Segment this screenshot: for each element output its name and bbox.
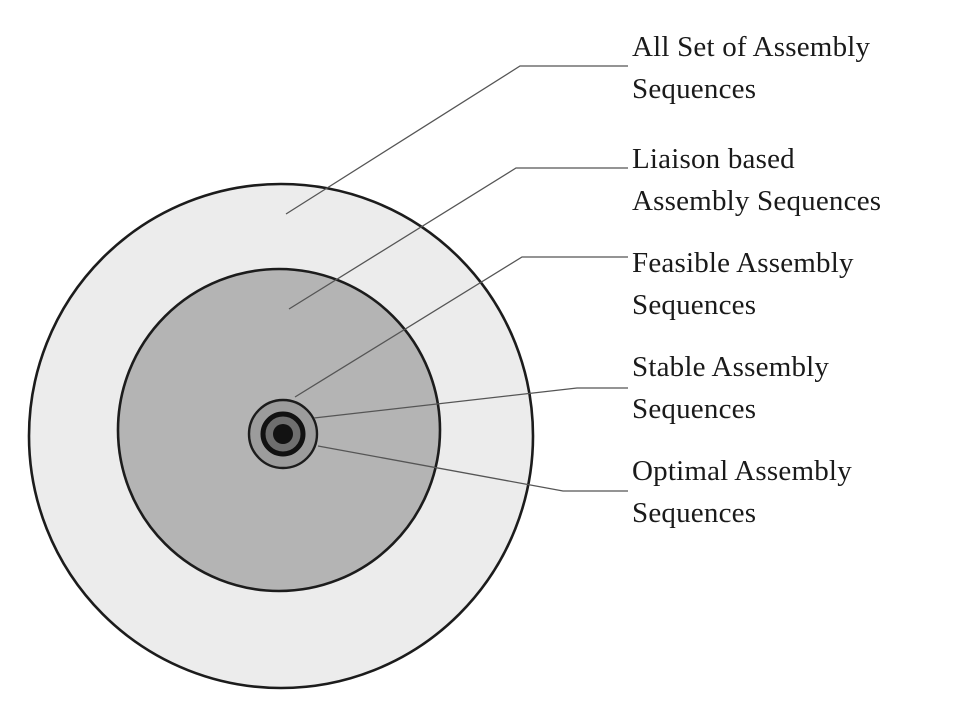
circle-optimal-assembly-sequences — [273, 424, 293, 444]
label-stable-assembly-sequences: Stable Assembly Sequences — [632, 351, 830, 425]
leader-line-all-set — [285, 65, 628, 215]
leader-line-optimal — [317, 445, 628, 492]
label-liaison-based-assembly-sequences: Liaison based Assembly Sequences — [632, 143, 882, 217]
leader-line-liaison — [288, 167, 628, 310]
label-feasible-assembly-sequences: Feasible Assembly Sequences — [632, 247, 854, 321]
leader-line-stable — [313, 387, 628, 419]
label-optimal-assembly-sequences: Optimal Assembly Sequences — [632, 455, 852, 529]
leader-line-feasible — [294, 256, 628, 398]
label-all-set-of-assembly-sequences: All Set of Assembly Sequences — [632, 31, 871, 105]
